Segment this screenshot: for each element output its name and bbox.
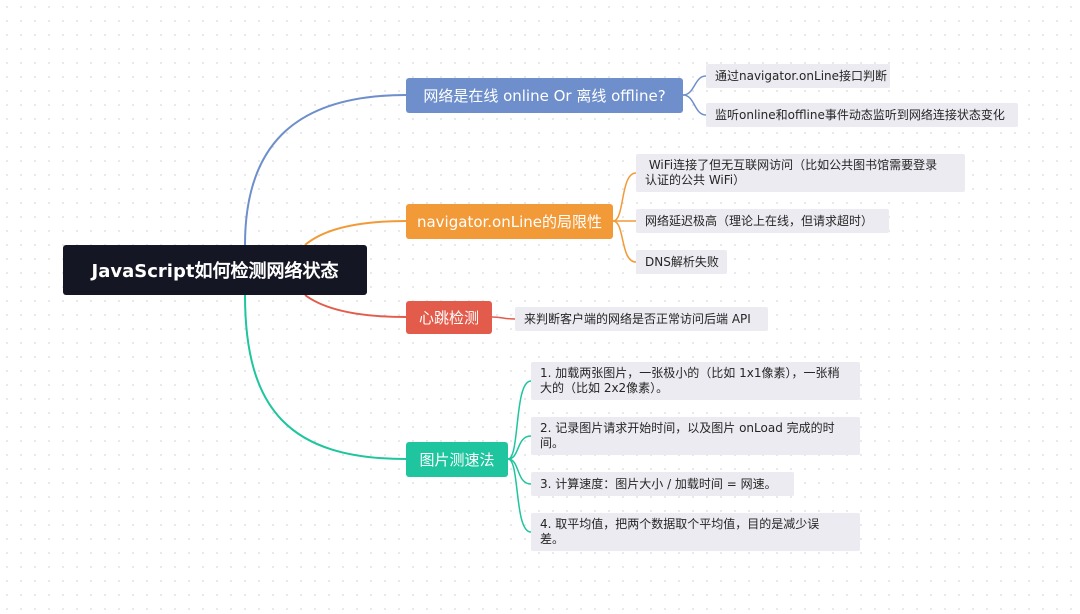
leaf-text: 1. 加载两张图片，一张极小的（比如 1x1像素），一张稍 — [540, 366, 840, 380]
branch-label: navigator.onLine的局限性 — [416, 213, 603, 231]
leaf-text: 大的（比如 2x2像素）。 — [540, 381, 669, 395]
leaf-text: 差。 — [540, 532, 565, 546]
root-topic[interactable]: JavaScript如何检测网络状态 — [63, 245, 367, 295]
leaf-dns-failure[interactable]: DNS解析失败 — [636, 250, 727, 274]
leaf-text: 网络延迟极高（理论上在线，但请求超时） — [645, 213, 874, 228]
root-topic-label: JavaScript如何检测网络状态 — [91, 261, 339, 282]
leaf-text: 认证的公共 WiFi） — [645, 173, 746, 187]
connector-branch-2-leaf-3 — [612, 220, 637, 263]
connector-root-branch-4 — [244, 294, 407, 460]
leaf-text: WiFi连接了但无互联网访问（比如公共图书馆需要登录 — [645, 158, 938, 172]
leaf-text: DNS解析失败 — [645, 254, 719, 269]
leaf-heartbeat-api[interactable]: 来判断客户端的网络是否正常访问后端 API — [515, 307, 768, 331]
leaf-step-2[interactable]: 2. 记录图片请求开始时间，以及图片 onLoad 完成的时 间。 — [531, 417, 860, 455]
connector-branch-4-leaf-1 — [507, 380, 532, 460]
branch-online-offline[interactable]: 网络是在线 online Or 离线 offline? — [406, 78, 683, 113]
leaf-text: 4. 取平均值，把两个数据取个平均值，目的是减少误 — [540, 517, 820, 531]
leaf-text: 间。 — [540, 436, 565, 450]
leaf-step-1[interactable]: 1. 加载两张图片，一张极小的（比如 1x1像素），一张稍 大的（比如 2x2像… — [531, 362, 860, 400]
connector-root-branch-3 — [304, 294, 407, 318]
branch-label: 图片测速法 — [419, 451, 495, 469]
leaf-wifi-no-internet[interactable]: WiFi连接了但无互联网访问（比如公共图书馆需要登录 认证的公共 WiFi） — [636, 154, 965, 192]
leaf-online-offline-events[interactable]: 监听online和offline事件动态监听到网络连接状态变化 — [706, 103, 1018, 127]
leaf-text: 通过navigator.onLine接口判断 — [715, 68, 888, 83]
branch-label: 心跳检测 — [418, 309, 479, 327]
connector-root-branch-1 — [244, 94, 407, 246]
connector-branch-1-leaf-2 — [682, 94, 707, 116]
connector-branch-3-leaf-1 — [491, 316, 516, 320]
connector-branch-4-leaf-2 — [507, 435, 532, 460]
leaf-step-3[interactable]: 3. 计算速度：图片大小 / 加载时间 = 网速。 — [531, 472, 794, 496]
branch-navigator-limitations[interactable]: navigator.onLine的局限性 — [406, 204, 613, 239]
branch-image-speed-test[interactable]: 图片测速法 — [406, 442, 508, 477]
leaf-high-latency[interactable]: 网络延迟极高（理论上在线，但请求超时） — [636, 209, 889, 233]
leaf-step-4[interactable]: 4. 取平均值，把两个数据取个平均值，目的是减少误 差。 — [531, 513, 860, 551]
connector-branch-2-leaf-1 — [612, 172, 637, 222]
branch-heartbeat[interactable]: 心跳检测 — [406, 301, 492, 334]
leaf-text: 来判断客户端的网络是否正常访问后端 API — [524, 311, 751, 326]
leaf-text: 3. 计算速度：图片大小 / 加载时间 = 网速。 — [540, 476, 777, 491]
leaf-navigator-online[interactable]: 通过navigator.onLine接口判断 — [706, 64, 890, 88]
connector-branch-4-leaf-4 — [507, 458, 532, 533]
branch-label: 网络是在线 online Or 离线 offline? — [423, 87, 666, 105]
connector-root-branch-2 — [304, 220, 407, 246]
connector-branch-1-leaf-1 — [682, 75, 707, 96]
leaf-text: 监听online和offline事件动态监听到网络连接状态变化 — [715, 107, 1005, 122]
leaf-text: 2. 记录图片请求开始时间，以及图片 onLoad 完成的时 — [540, 421, 835, 435]
